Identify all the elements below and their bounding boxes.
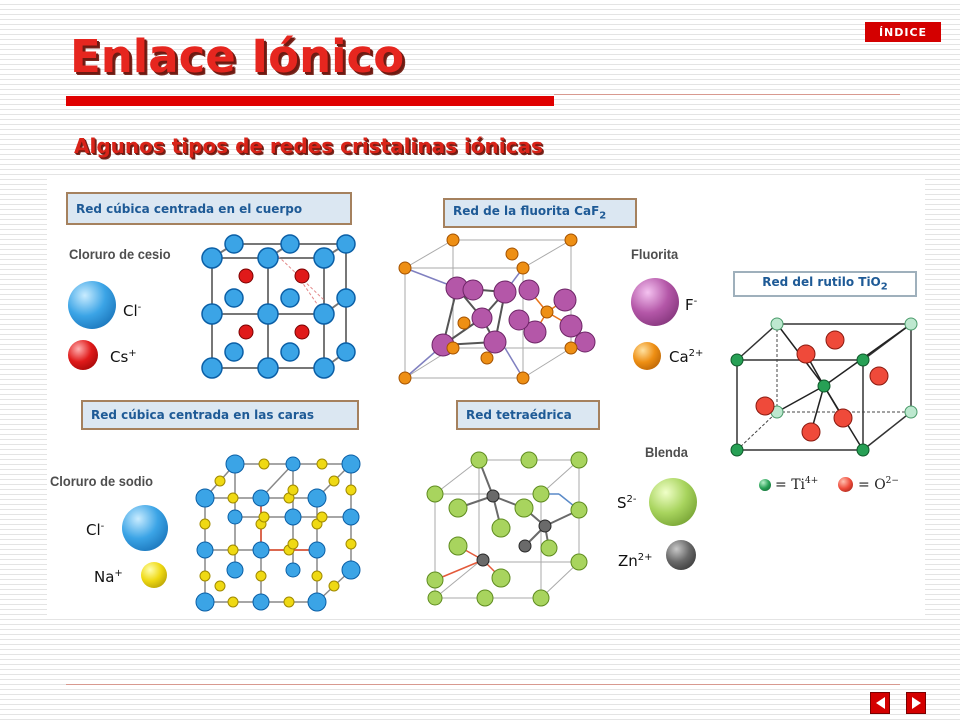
bcc-tag-label: Red cúbica centrada en el cuerpo [76,201,303,216]
fluorite-tag-label: Red de la fluorita CaF2 [453,204,606,221]
tetra-legend-s-ball [649,478,697,526]
bcc-tag: Red cúbica centrada en el cuerpo [66,192,352,225]
fluorite-ca-symbol: Ca [669,348,689,366]
fluorite-f-charge: - [693,296,698,307]
rutile-tag-sub: 2 [880,281,888,293]
fluorite-tag-sub: 2 [599,210,607,222]
bcc-cs-charge: + [128,348,137,359]
fluorite-tag-main: Red de la fluorita CaF [453,204,600,219]
next-button[interactable] [906,692,926,714]
rutile-legend-o-label: = O2− [858,476,899,493]
rutile-legend-o-ball [838,477,853,492]
bcc-legend-cl-ball [68,281,116,329]
fcc-tag: Red cúbica centrada en las caras [81,400,359,430]
bottom-divider-line [66,684,900,685]
tetra-legend-s-label: S2- [617,494,637,512]
arrow-left-icon [875,697,885,709]
tetra-tag-label: Red tetraédrica [466,408,572,422]
rutile-o-charge: 2− [885,476,899,486]
fcc-na-charge: + [114,568,123,579]
rutile-legend-ti-ball [759,479,771,491]
bcc-lattice [201,234,356,379]
prev-button[interactable] [870,692,890,714]
tetra-lattice [426,451,588,607]
fluorite-compound-name: Fluorita [631,246,679,262]
bcc-legend-cs-label: Cs+ [110,348,137,366]
tetra-compound-name: Blenda [645,444,688,460]
tetra-zn-symbol: Zn [618,552,638,570]
fcc-tag-label: Red cúbica centrada en las caras [91,408,315,422]
tetra-tag: Red tetraédrica [456,400,600,430]
fluorite-legend-ca-ball [633,342,661,370]
fcc-cl-charge: - [100,521,105,532]
fcc-legend-na-ball [141,562,167,588]
arrow-right-icon [911,697,921,709]
fcc-cl-symbol: Cl [86,521,101,539]
bcc-compound-name: Cloruro de cesio [69,246,171,262]
bcc-cl-charge: - [137,302,142,313]
fluorite-ca-charge: 2+ [688,348,704,359]
rutile-o-symbol: O [874,477,886,493]
fluorite-tag: Red de la fluorita CaF2 [443,198,637,228]
title-underline-bar [66,96,554,106]
fcc-na-symbol: Na [94,568,115,586]
rutile-tag-main: Red del rutilo TiO [762,275,881,290]
fluorite-legend-ca-label: Ca2+ [669,348,703,366]
tetra-s-charge: 2- [626,494,637,505]
rutile-tag: Red del rutilo TiO2 [733,271,917,297]
fcc-compound-name: Cloruro de sodio [50,473,154,489]
tetra-legend-zn-label: Zn2+ [618,552,653,570]
rutile-ti-charge: 4+ [805,476,819,486]
fluorite-legend-f-ball [631,278,679,326]
tetra-zn-charge: 2+ [637,552,653,563]
bcc-cs-symbol: Cs [110,348,129,366]
rutile-lattice [730,317,918,457]
rutile-legend-ti-label: = Ti4+ [775,476,819,493]
rutile-tag-label: Red del rutilo TiO2 [762,275,887,292]
fluorite-f-symbol: F [685,296,694,314]
fcc-legend-na-label: Na+ [94,568,123,586]
index-button[interactable]: ÍNDICE [865,22,941,42]
bcc-legend-cs-ball [68,340,98,370]
rutile-ti-symbol: Ti [791,477,806,493]
tetra-s-symbol: S [617,494,627,512]
fluorite-legend-f-label: F- [685,296,697,314]
page-title: Enlace Iónico [70,30,405,83]
fluorite-lattice [398,233,596,385]
content-panel: Red cúbica centrada en el cuerpo Cloruro… [47,178,925,619]
fcc-lattice [195,454,361,612]
bcc-cl-symbol: Cl [123,302,138,320]
fcc-legend-cl-ball [122,505,168,551]
title-divider-line [554,94,900,95]
page-subtitle: Algunos tipos de redes cristalinas iónic… [74,134,543,158]
bcc-legend-cl-label: Cl- [123,302,141,320]
fcc-legend-cl-label: Cl- [86,521,104,539]
tetra-legend-zn-ball [666,540,696,570]
